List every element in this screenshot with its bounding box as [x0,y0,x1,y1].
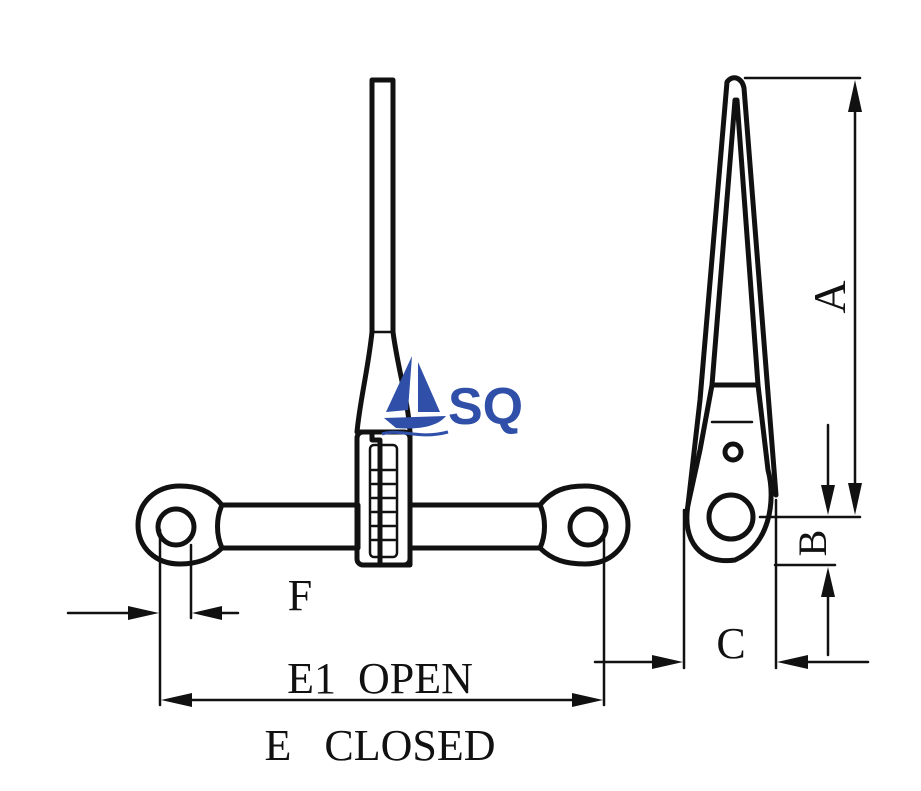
dim-f-arrow-right [192,606,222,620]
left-barrel [215,502,361,551]
label-a: A [804,280,855,313]
label-c: C [716,619,745,668]
logo-sail-second [418,362,440,412]
side-handle [685,75,779,508]
brand-logo: SQ [381,356,523,437]
logo-hull [384,416,446,429]
dim-b-arrow-bottom [821,567,835,597]
right-eye [537,483,631,567]
right-barrel [407,502,547,551]
dim-e-arrow-left [161,693,192,707]
handle-lever [354,77,413,568]
dim-e-arrow-right [572,693,603,707]
dimension-lines [66,76,870,707]
dimension-labels: A B C F E1 OPEN E CLOSED [265,280,856,770]
logo-text: SQ [448,378,523,436]
dim-a-arrow-bottom [848,483,862,515]
dim-c-arrow-left [652,655,683,669]
side-view [684,75,779,564]
dim-a-arrow-top [848,80,862,112]
side-hook-body [684,382,774,564]
label-f: F [288,571,312,620]
label-e1-open: E1 OPEN [287,654,473,703]
side-eye-hole [706,492,756,542]
front-view [135,77,631,568]
logo-sail-main [386,356,412,412]
left-eye [135,483,225,567]
dim-b-arrow-top [821,485,835,515]
left-eye-hole [155,506,197,548]
ratchet-teeth [370,468,397,542]
label-b: B [790,530,835,557]
right-eye-hole [567,506,609,548]
label-e-closed: E CLOSED [265,721,496,770]
sailboat-icon [381,356,449,437]
central-slot [368,443,399,559]
dim-c-arrow-right [777,655,808,669]
dim-f-arrow-left [128,606,159,620]
logo-waves [381,430,449,437]
side-handle-inner [709,97,761,388]
side-pin [722,441,744,463]
